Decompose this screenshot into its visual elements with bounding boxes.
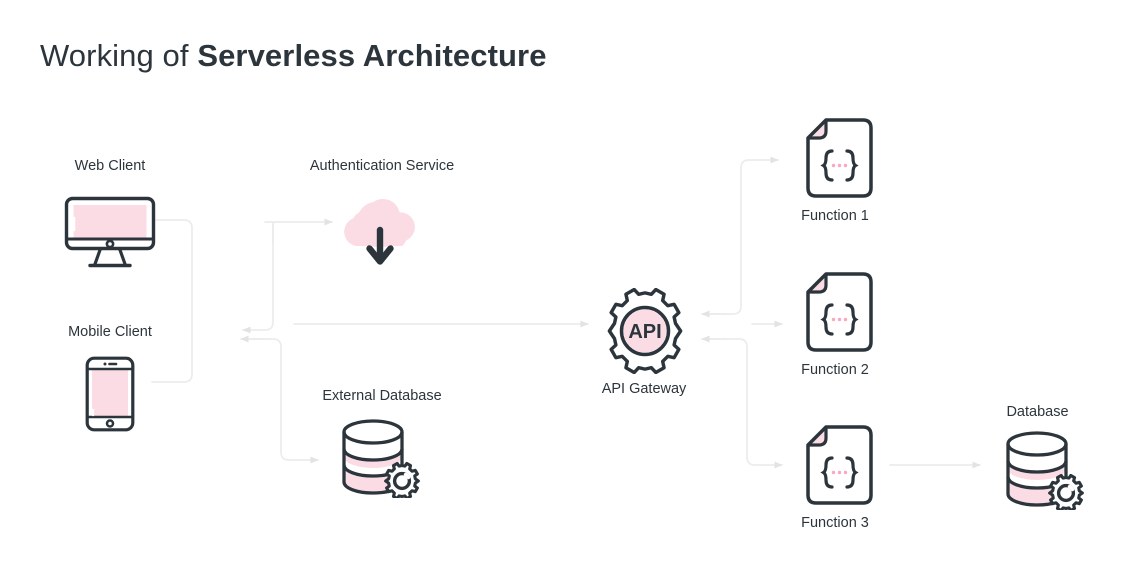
desktop-monitor-icon xyxy=(64,196,156,268)
page-title: Working of Serverless Architecture xyxy=(40,38,547,74)
external-database-label: External Database xyxy=(322,388,442,404)
wire-gateway-auth-return xyxy=(242,239,274,334)
function-3-label: Function 3 xyxy=(801,515,869,531)
gear-api-icon: API xyxy=(607,288,683,374)
auth-service-label: Authentication Service xyxy=(309,158,455,174)
wire-gateway-extdb xyxy=(242,338,319,464)
code-file-icon xyxy=(806,118,873,198)
api-gateway-badge: API xyxy=(628,321,661,343)
database-gear-icon xyxy=(1006,431,1084,510)
code-file-icon xyxy=(806,272,873,352)
database-label: Database xyxy=(1006,404,1069,420)
cloud-download-icon xyxy=(344,199,415,265)
database-gear-icon xyxy=(342,419,420,498)
wire-auth-corner xyxy=(272,221,276,241)
mobile-client-label: Mobile Client xyxy=(68,324,152,340)
page-title-regular: Working of xyxy=(40,38,198,73)
wire-to-auth-service xyxy=(264,221,274,245)
wire-gateway-function3 xyxy=(703,338,783,469)
function-1-label: Function 1 xyxy=(801,208,869,224)
web-client-label: Web Client xyxy=(74,158,146,174)
wire-web-client-rail xyxy=(151,219,193,383)
mobile-phone-icon xyxy=(85,356,135,432)
wire-gateway-function1 xyxy=(703,156,779,315)
function-2-label: Function 2 xyxy=(801,362,869,378)
api-gateway-label: API Gateway xyxy=(601,381,687,397)
code-file-icon xyxy=(806,425,873,505)
page-title-bold: Serverless Architecture xyxy=(197,38,547,73)
